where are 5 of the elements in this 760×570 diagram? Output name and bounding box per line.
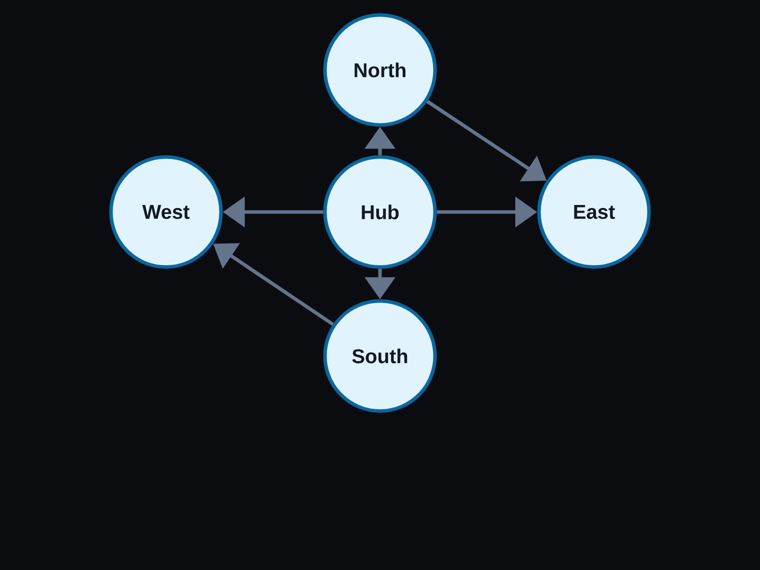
- circle-node: East: [537, 155, 651, 269]
- circle-node: Hub: [323, 155, 437, 269]
- circle-node: North: [323, 13, 437, 127]
- circle-node: South: [323, 299, 437, 413]
- circle-node: West: [109, 155, 223, 269]
